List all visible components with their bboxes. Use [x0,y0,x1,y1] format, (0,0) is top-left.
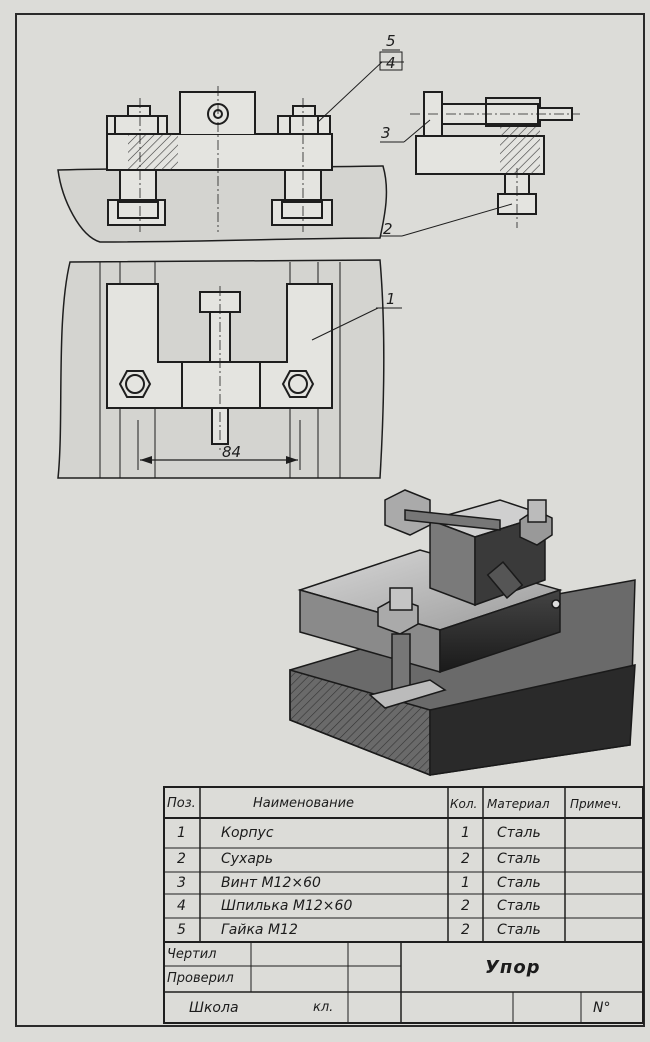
header-material: Материал [487,797,550,811]
row1-name: Корпус [221,825,274,841]
row4-name: Шпилька М12×60 [221,898,353,914]
row2-pos: 2 [177,851,186,867]
header-pos: Поз. [167,796,196,811]
sheet-frame [15,13,645,1027]
school-label: Школа [189,1000,239,1016]
side-view [380,91,580,237]
row1-material: Сталь [497,825,541,841]
drawn-by-label: Чертил [167,947,217,962]
class-label: кл. [313,1000,334,1015]
drawing-title: Упор [485,957,541,978]
number-label: N° [593,1000,611,1016]
row2-qty: 2 [461,851,470,867]
checked-by-label: Проверил [167,971,234,986]
row3-qty: 1 [461,875,470,891]
specification-table: Поз. Наименование Кол. Материал Примеч. … [163,786,644,1024]
top-view [57,259,402,479]
callout-4: 4 [386,54,396,72]
row5-material: Сталь [497,922,541,938]
header-qty: Кол. [450,797,478,811]
callout-3: 3 [381,124,391,142]
callout-1: 1 [386,290,396,308]
callout-2: 2 [383,220,393,238]
row5-name: Гайка М12 [221,922,298,938]
row1-pos: 1 [177,825,186,841]
isometric-view [289,489,636,777]
row5-pos: 5 [177,922,186,938]
row3-name: Винт М12×60 [221,875,321,891]
table-grid [163,786,644,1024]
row2-name: Сухарь [221,851,274,867]
callout-numbers: 5 4 3 2 1 84 [222,32,396,461]
header-note: Примеч. [570,797,622,811]
row4-pos: 4 [177,898,186,914]
dimension-84: 84 [222,443,241,461]
front-view [57,61,404,243]
row4-qty: 2 [461,898,470,914]
row3-pos: 3 [177,875,186,891]
callout-5: 5 [386,32,396,50]
row5-qty: 2 [461,922,470,938]
row4-material: Сталь [497,898,541,914]
header-name: Наименование [253,796,355,811]
row2-material: Сталь [497,851,541,867]
row3-material: Сталь [497,875,541,891]
row1-qty: 1 [461,825,470,841]
